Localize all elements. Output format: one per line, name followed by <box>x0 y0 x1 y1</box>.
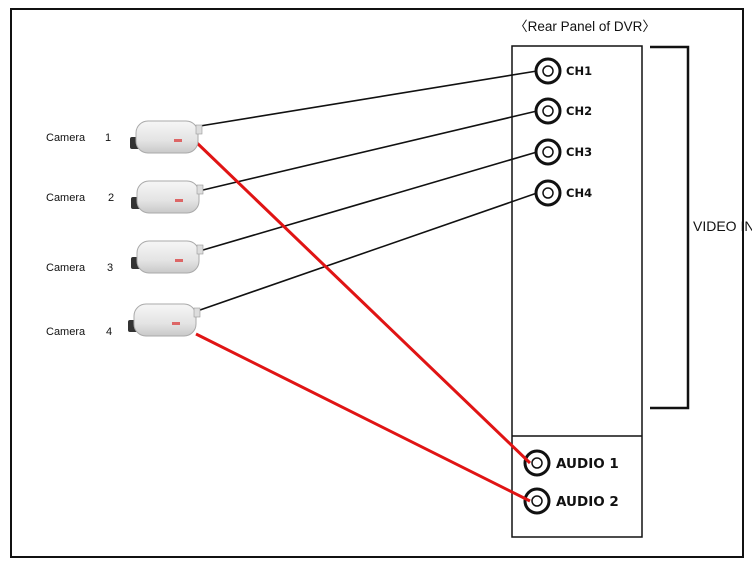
audio-label: AUDIO 1 <box>556 456 619 472</box>
camera-4: Camera 4 <box>46 303 201 338</box>
bnc-connector-inner-icon <box>542 187 554 199</box>
channel-ch3[interactable]: CH3 <box>534 138 592 166</box>
camera-2: Camera 2 <box>46 180 204 214</box>
camera-number: 1 <box>105 132 111 144</box>
camera-number: 3 <box>107 262 113 274</box>
channel-ch4[interactable]: CH4 <box>534 179 592 207</box>
bnc-connector-inner-icon <box>542 105 554 117</box>
video-cable-1 <box>199 70 538 127</box>
channel-label: CH3 <box>566 145 592 159</box>
camera-label: Camera <box>46 192 86 204</box>
camera-label: Camera <box>46 132 86 144</box>
audio-cables <box>194 140 532 503</box>
channel-label: CH1 <box>566 64 592 78</box>
video-cable-4 <box>199 192 538 311</box>
rca-connector-inner-icon <box>531 457 543 469</box>
audio-label: AUDIO 2 <box>556 494 619 510</box>
audio-port-2[interactable]: AUDIO 2 <box>523 487 619 515</box>
outer-frame <box>10 8 744 558</box>
video-cable-3 <box>202 151 538 251</box>
channel-label: CH2 <box>566 104 592 118</box>
camera-number: 2 <box>108 192 114 204</box>
camera-icon <box>128 303 201 337</box>
video-in-label: VIDEO IN <box>693 218 752 234</box>
channel-ch2[interactable]: CH2 <box>534 97 592 125</box>
bnc-connector-inner-icon <box>542 146 554 158</box>
video-cables <box>199 70 538 311</box>
rca-connector-inner-icon <box>531 495 543 507</box>
video-in-bracket <box>650 45 690 410</box>
camera-icon <box>131 240 204 274</box>
panel-title: 〈Rear Panel of DVR〉 <box>514 19 656 34</box>
camera-3: Camera 3 <box>46 240 204 274</box>
camera-label: Camera <box>46 262 86 274</box>
channel-label: CH4 <box>566 186 592 200</box>
audio-port-1[interactable]: AUDIO 1 <box>523 449 619 477</box>
camera-icon <box>130 120 203 154</box>
camera-icon <box>131 180 204 214</box>
camera-number: 4 <box>106 326 112 338</box>
audio-cable-2 <box>195 332 531 503</box>
audio-cable-1 <box>194 140 532 465</box>
bnc-connector-inner-icon <box>542 65 554 77</box>
camera-1: Camera 1 <box>46 120 203 154</box>
video-cable-2 <box>202 110 538 191</box>
camera-label: Camera <box>46 326 86 338</box>
